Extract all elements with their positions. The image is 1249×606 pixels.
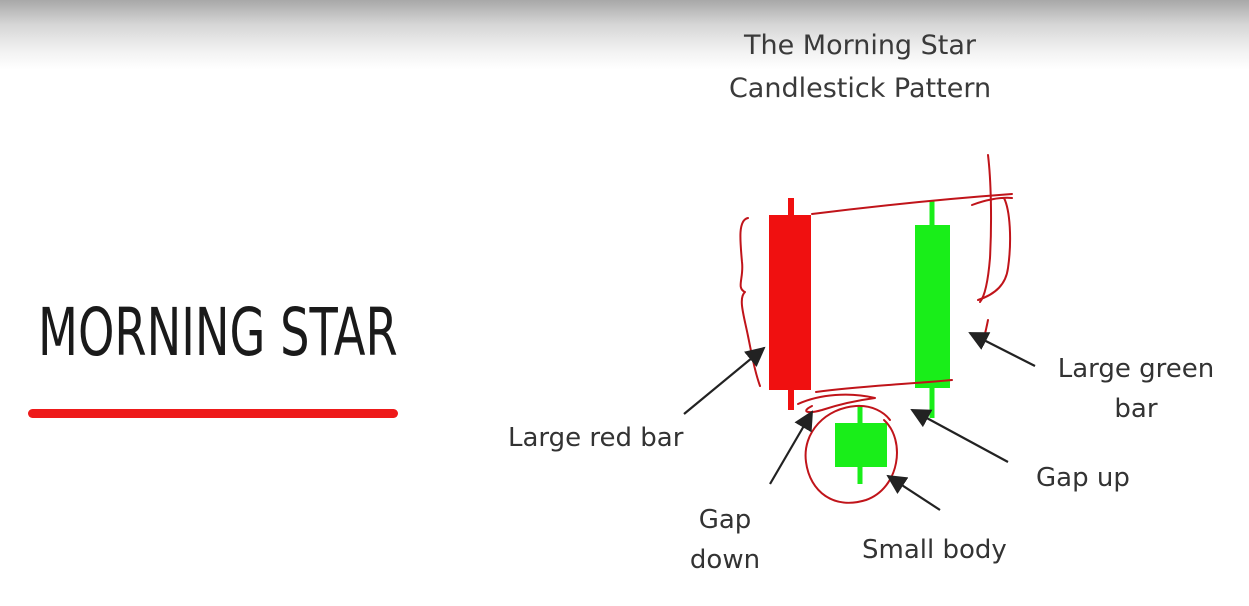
arrow-to-small-body (886, 474, 941, 511)
label-gap-down: Gap down (689, 505, 761, 575)
label-small-body: Small body (862, 535, 1007, 565)
bottom-connector-line (815, 379, 953, 393)
arrow-to-green-bar (968, 332, 1036, 367)
right-bracket-cross (971, 196, 1013, 301)
diagram-title: The Morning Star Candlestick Pattern (680, 24, 1040, 110)
label-large-red-bar: Large red bar (508, 423, 684, 453)
arrow-to-red-bar (683, 346, 766, 415)
pointer-arrows (683, 332, 1036, 511)
right-bracket-annotation (979, 154, 993, 303)
label-large-green-bar: Large green bar (1057, 354, 1215, 424)
red-candle-body (769, 215, 811, 390)
small-candle-body (835, 423, 887, 467)
arrow-to-gap-down (769, 410, 813, 485)
top-connector-line (811, 193, 1013, 215)
small-body-circle (804, 404, 898, 504)
diagram-title-line-1: The Morning Star (743, 30, 977, 61)
green-candle-body (915, 225, 950, 388)
heading-underline (28, 409, 398, 418)
candle-large-red (769, 198, 811, 410)
label-gap-up: Gap up (1036, 463, 1130, 493)
candle-large-green (915, 200, 950, 418)
arrow-to-gap-up (910, 409, 1009, 463)
top-shadow (0, 0, 1249, 70)
diagram-title-line-2: Candlestick Pattern (728, 73, 992, 104)
candle-small-body (835, 406, 887, 484)
